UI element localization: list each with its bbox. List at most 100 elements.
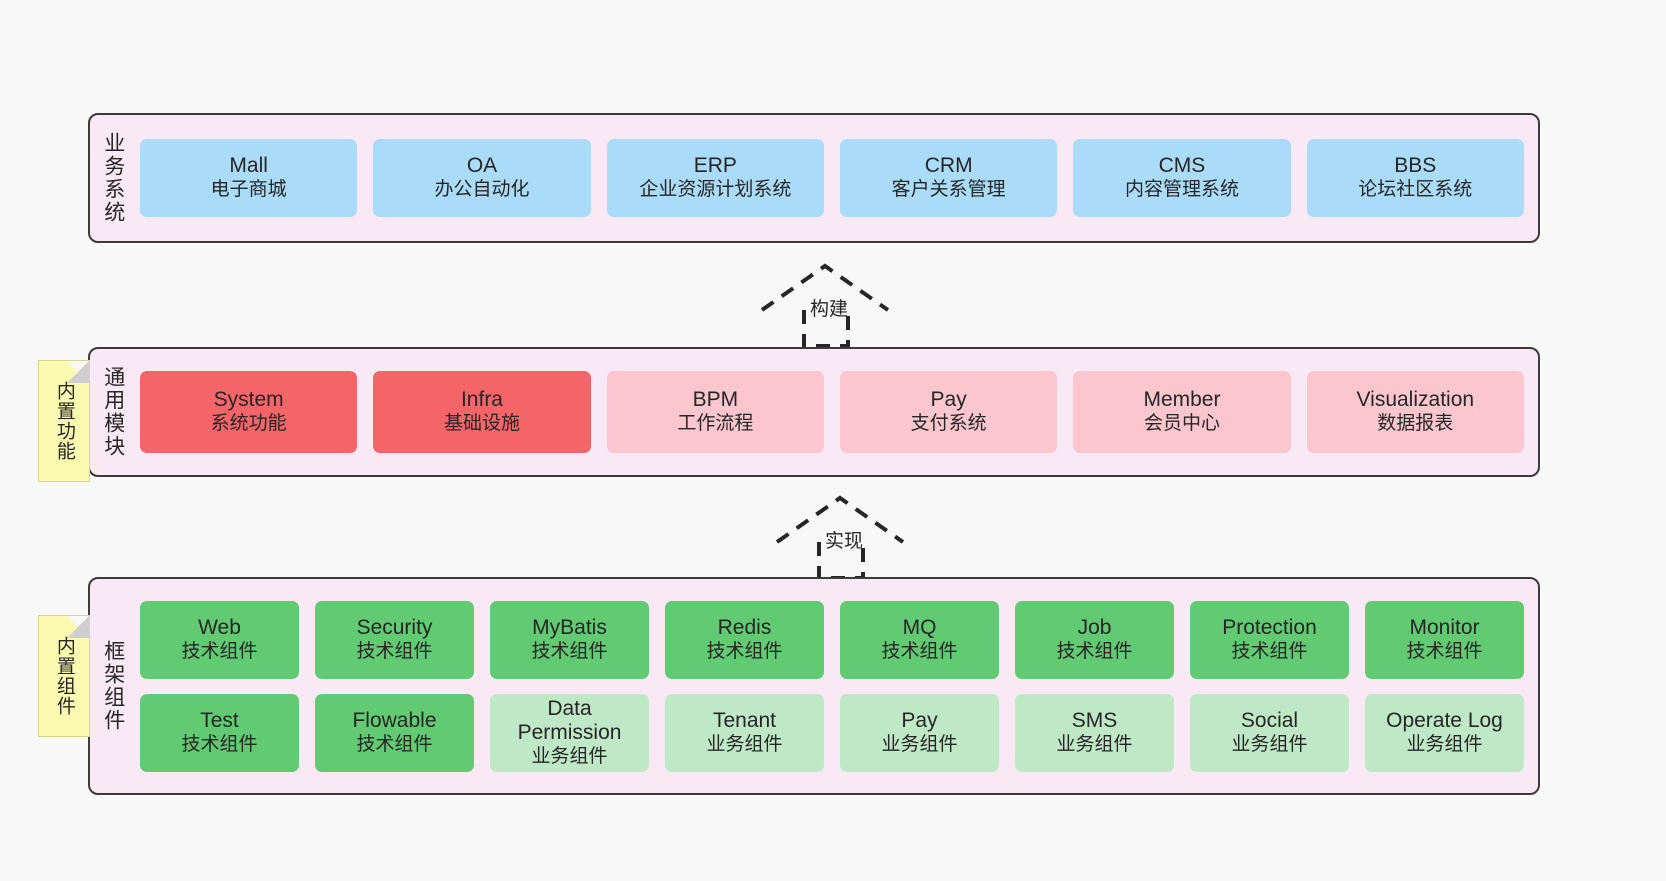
node-name: System <box>213 388 284 412</box>
node-name: Tenant <box>712 708 777 732</box>
node-name: MyBatis <box>532 615 607 639</box>
node-subtitle: 基础设施 <box>443 413 520 435</box>
node-mall[interactable]: Mall 电子商城 <box>140 139 358 217</box>
node-subtitle: 系统功能 <box>210 413 287 435</box>
layer-body-framework-component: Web 技术组件 Security 技术组件 MyBatis 技术组件 Redi… <box>136 579 1538 793</box>
node-subtitle: 论坛社区系统 <box>1358 179 1473 201</box>
node-name: Job <box>1077 615 1112 639</box>
node-flowable[interactable]: Flowable 技术组件 <box>315 693 474 772</box>
node-name: Test <box>200 708 239 732</box>
node-pay-module[interactable]: Pay 支付系统 <box>839 371 1058 453</box>
note-builtin-function[interactable]: 内置功能 <box>38 360 90 482</box>
dashed-generalization-arrow-icon <box>760 263 890 348</box>
node-name: ERP <box>693 154 737 178</box>
node-visualization[interactable]: Visualization 数据报表 <box>1306 371 1524 453</box>
node-erp[interactable]: ERP 企业资源计划系统 <box>606 139 824 217</box>
node-sms[interactable]: SMS 业务组件 <box>1015 693 1174 772</box>
node-subtitle: 技术组件 <box>1231 640 1308 662</box>
node-data-permission[interactable]: Data Permission 业务组件 <box>490 693 649 772</box>
connector-build: 构建 <box>740 258 940 368</box>
node-subtitle: 技术组件 <box>356 640 433 662</box>
node-name: Pay <box>901 708 938 732</box>
node-name: Mall <box>229 154 268 178</box>
node-system[interactable]: System 系统功能 <box>140 371 358 453</box>
layer-title-common-module: 通用模块 <box>101 366 125 458</box>
node-monitor[interactable]: Monitor 技术组件 <box>1365 600 1524 679</box>
node-subtitle: 业务组件 <box>1056 733 1133 755</box>
layer-body-business-system: Mall 电子商城 OA 办公自动化 ERP 企业资源计划系统 CRM 客户关系… <box>136 115 1538 241</box>
node-name: Monitor <box>1409 615 1480 639</box>
node-name: CMS <box>1158 154 1206 178</box>
node-subtitle: 业务组件 <box>706 733 783 755</box>
node-subtitle: 支付系统 <box>910 413 987 435</box>
node-subtitle: 技术组件 <box>1056 640 1133 662</box>
node-subtitle: 技术组件 <box>706 640 783 662</box>
node-subtitle: 内容管理系统 <box>1124 179 1239 201</box>
node-cms[interactable]: CMS 内容管理系统 <box>1073 139 1291 217</box>
node-operate-log[interactable]: Operate Log 业务组件 <box>1365 693 1524 772</box>
node-name: OA <box>466 154 498 178</box>
node-infra[interactable]: Infra 基础设施 <box>373 371 591 453</box>
node-name: Redis <box>717 615 772 639</box>
node-pay-component[interactable]: Pay 业务组件 <box>840 693 999 772</box>
layer-business-system[interactable]: 业务系统 Mall 电子商城 OA 办公自动化 ERP 企业资源计划系统 CRM… <box>88 113 1540 243</box>
note-label: 内置功能 <box>53 381 75 461</box>
node-web[interactable]: Web 技术组件 <box>140 600 299 679</box>
node-name: Social <box>1240 708 1299 732</box>
node-row: Mall 电子商城 OA 办公自动化 ERP 企业资源计划系统 CRM 客户关系… <box>140 139 1524 217</box>
layer-title-framework-component: 框架组件 <box>101 640 125 732</box>
node-name: SMS <box>1071 708 1118 732</box>
node-redis[interactable]: Redis 技术组件 <box>665 600 824 679</box>
node-subtitle: 业务组件 <box>1406 733 1483 755</box>
node-subtitle: 办公自动化 <box>434 179 530 201</box>
node-name: Visualization <box>1356 388 1475 412</box>
node-name: Operate Log <box>1386 708 1503 732</box>
node-subtitle: 业务组件 <box>531 746 608 768</box>
node-subtitle: 技术组件 <box>881 640 958 662</box>
node-subtitle: 工作流程 <box>677 413 754 435</box>
layer-body-common-module: System 系统功能 Infra 基础设施 BPM 工作流程 Pay 支付系统… <box>136 349 1538 475</box>
node-name: BBS <box>1394 154 1437 178</box>
node-test[interactable]: Test 技术组件 <box>140 693 299 772</box>
connector-label-implement: 实现 <box>825 531 864 552</box>
node-name: MQ <box>902 615 937 639</box>
node-security[interactable]: Security 技术组件 <box>315 600 474 679</box>
node-mq[interactable]: MQ 技术组件 <box>840 600 999 679</box>
layer-common-module[interactable]: 通用模块 System 系统功能 Infra 基础设施 BPM 工作流程 Pay… <box>88 347 1540 477</box>
node-social[interactable]: Social 业务组件 <box>1190 693 1349 772</box>
node-subtitle: 会员中心 <box>1143 413 1220 435</box>
node-bpm[interactable]: BPM 工作流程 <box>606 371 824 453</box>
node-protection[interactable]: Protection 技术组件 <box>1190 600 1349 679</box>
node-subtitle: 技术组件 <box>356 733 433 755</box>
node-bbs[interactable]: BBS 论坛社区系统 <box>1306 139 1524 217</box>
node-subtitle: 客户关系管理 <box>891 179 1006 201</box>
node-row: System 系统功能 Infra 基础设施 BPM 工作流程 Pay 支付系统… <box>140 371 1524 453</box>
connector-label-build: 构建 <box>810 299 849 320</box>
node-row: Web 技术组件 Security 技术组件 MyBatis 技术组件 Redi… <box>140 600 1524 679</box>
node-subtitle: 业务组件 <box>881 733 958 755</box>
node-member[interactable]: Member 会员中心 <box>1073 371 1291 453</box>
node-mybatis[interactable]: MyBatis 技术组件 <box>490 600 649 679</box>
note-builtin-component[interactable]: 内置组件 <box>38 615 90 737</box>
node-tenant[interactable]: Tenant 业务组件 <box>665 693 824 772</box>
node-crm[interactable]: CRM 客户关系管理 <box>839 139 1058 217</box>
node-name: Flowable <box>352 708 437 732</box>
node-subtitle: 技术组件 <box>181 733 258 755</box>
layer-framework-component[interactable]: 框架组件 Web 技术组件 Security 技术组件 MyBatis 技术组件… <box>88 577 1540 795</box>
node-name: Pay <box>930 388 967 412</box>
node-subtitle: 数据报表 <box>1377 413 1454 435</box>
node-subtitle: 技术组件 <box>531 640 608 662</box>
layer-title-business-system: 业务系统 <box>101 132 125 224</box>
node-subtitle: 技术组件 <box>1406 640 1483 662</box>
note-label: 内置组件 <box>53 636 75 716</box>
node-name: Data Permission <box>517 696 622 745</box>
node-name: Infra <box>460 388 503 412</box>
node-name: Web <box>198 615 241 639</box>
node-oa[interactable]: OA 办公自动化 <box>373 139 591 217</box>
node-job[interactable]: Job 技术组件 <box>1015 600 1174 679</box>
node-subtitle: 业务组件 <box>1231 733 1308 755</box>
node-name: Protection <box>1222 615 1317 639</box>
node-name: BPM <box>692 388 739 412</box>
node-subtitle: 技术组件 <box>181 640 258 662</box>
